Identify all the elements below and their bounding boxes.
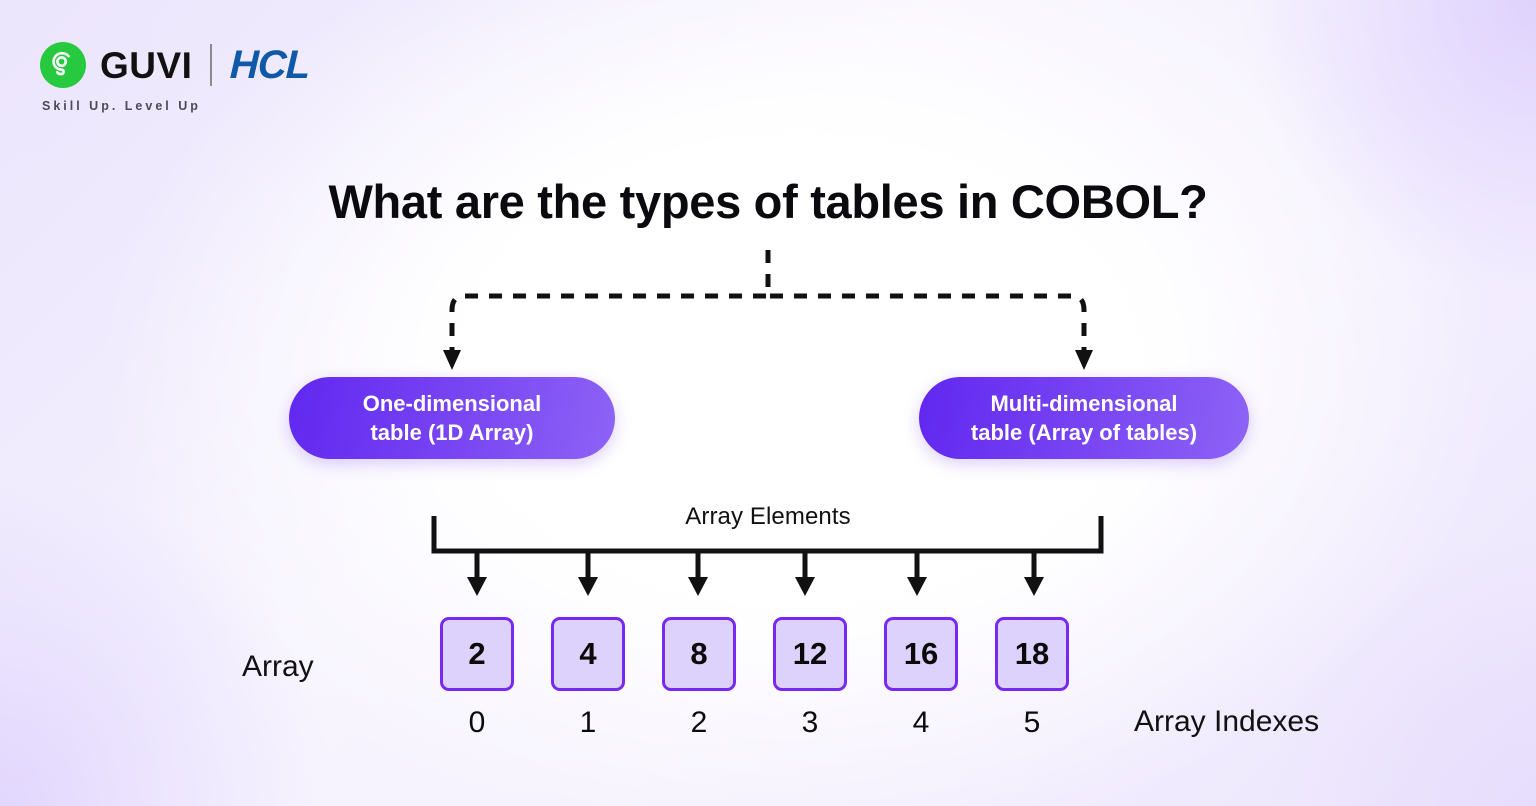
array-index: 4: [912, 706, 930, 739]
arrow-head-right: [1075, 350, 1093, 370]
logo-row: GUVI HCL: [40, 42, 310, 88]
logo-divider: [210, 44, 213, 86]
array-arrow-0: [467, 577, 487, 596]
array-arrow-1: [578, 577, 598, 596]
array-index: 5: [1023, 706, 1041, 739]
array-label: Array: [242, 650, 314, 683]
guvi-g-icon: [40, 42, 86, 88]
branch-connector: [443, 250, 1093, 370]
array-cell[interactable]: 16: [884, 617, 958, 691]
guvi-wordmark: GUVI: [100, 44, 193, 86]
array-cell[interactable]: 12: [773, 617, 847, 691]
hcl-wordmark: HCL: [229, 43, 311, 87]
page-title: What are the types of tables in COBOL?: [328, 175, 1208, 228]
array-arrow-4: [907, 577, 927, 596]
branch-pill-one-dimensional[interactable]: One-dimensional table (1D Array): [289, 377, 615, 459]
arrow-head-left: [443, 350, 461, 370]
array-cell[interactable]: 8: [662, 617, 736, 691]
array-cell[interactable]: 2: [440, 617, 514, 691]
branch-pill-multi-dimensional[interactable]: Multi-dimensional table (Array of tables…: [919, 377, 1249, 459]
array-cell[interactable]: 4: [551, 617, 625, 691]
array-cells: 2 4 8 12 16 18: [440, 617, 1069, 691]
array-arrow-2: [688, 577, 708, 596]
brand-logo: GUVI HCL Skill Up. Level Up: [40, 42, 310, 113]
array-indexes-label: Array Indexes: [1134, 705, 1320, 738]
array-index: 0: [468, 706, 486, 739]
array-index: 3: [801, 706, 819, 739]
array-arrow-3: [795, 577, 815, 596]
array-elements-label: Array Elements: [685, 503, 851, 530]
array-index-numbers: 0 1 2 3 4 5: [440, 706, 1069, 740]
array-index: 1: [579, 706, 597, 739]
array-arrow-5: [1024, 577, 1044, 596]
pill-2-line-1: Multi-dimensional: [990, 390, 1178, 416]
pill-1-line-1: One-dimensional: [362, 390, 542, 416]
array-index: 2: [690, 706, 708, 739]
brand-tagline: Skill Up. Level Up: [42, 99, 201, 113]
array-cell[interactable]: 18: [995, 617, 1069, 691]
pill-1-line-2: table (1D Array): [370, 420, 534, 445]
pill-2-line-2: table (Array of tables): [970, 420, 1198, 445]
